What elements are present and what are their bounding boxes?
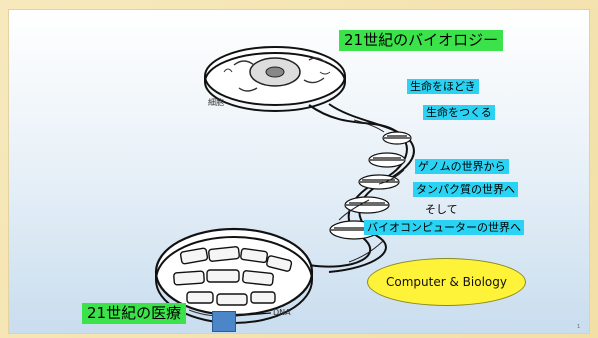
label-genome-world: ゲノムの世界から (415, 159, 509, 174)
dna-cell-illustration (154, 46, 415, 324)
page-title: 21世紀のバイオロジー (339, 30, 504, 51)
dna-strands (338, 119, 405, 263)
label-create-life: 生命をつくる (423, 105, 495, 120)
marker-box (212, 311, 236, 332)
page-number: 1 (577, 324, 581, 330)
label-protein-world: タンパク質の世界へ (413, 182, 518, 197)
label-and-then: そして (425, 203, 458, 216)
cell-top (204, 46, 346, 112)
label-unravel-life: 生命をほどき (407, 79, 479, 94)
dna-pointer-line (233, 312, 272, 317)
computer-biology-label: Computer & Biology (386, 275, 507, 289)
slide: 21世紀のバイオロジー 細胞 生命をほどき 生命をつくる ゲノムの世界から タン… (9, 10, 589, 333)
label-biocomputer-world: バイオコンピューターの世界へ (364, 220, 524, 235)
dna-label: DNA (273, 308, 291, 317)
cell-label: 細胞 (208, 98, 224, 107)
dna-helix (308, 103, 415, 273)
computer-biology-ellipse: Computer & Biology (367, 258, 526, 306)
medicine-label: 21世紀の医療 (82, 303, 187, 324)
